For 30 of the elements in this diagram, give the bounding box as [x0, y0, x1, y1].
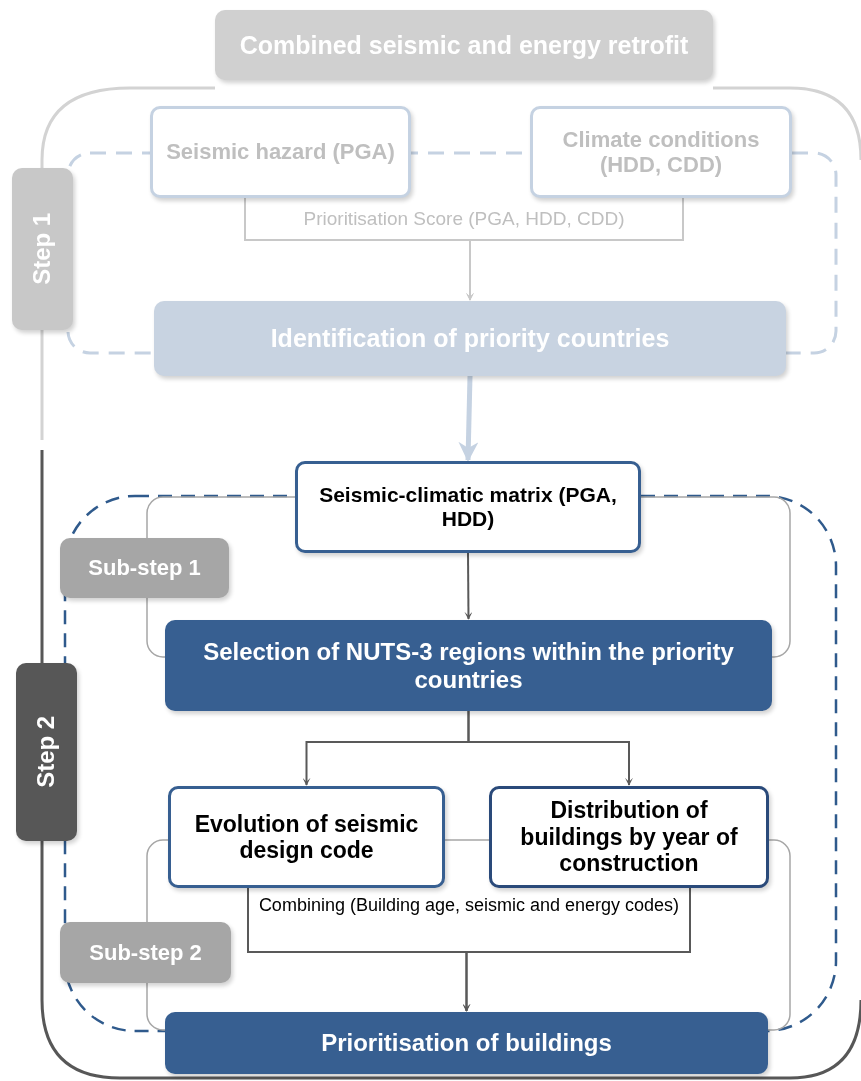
node-label: Prioritisation of buildings	[321, 1029, 612, 1057]
node-label: Seismic-climatic matrix (PGA, HDD)	[318, 482, 618, 532]
process-box	[295, 461, 641, 553]
node-label: Sub-step 2	[89, 939, 202, 966]
process-box	[165, 1012, 768, 1074]
sub-step-tab	[60, 538, 229, 598]
node-label: Climate conditions (HDD, CDD)	[561, 126, 761, 178]
node-label: Distribution of buildings by year of construction	[519, 797, 739, 877]
title-box	[215, 10, 713, 80]
sub-step-tab	[60, 922, 231, 983]
step-tab	[16, 663, 77, 841]
node-label: Evolution of seismic design code	[193, 810, 420, 864]
arrow	[466, 197, 684, 301]
result-box	[154, 301, 786, 376]
input-box	[530, 106, 792, 198]
process-box	[489, 786, 769, 888]
node-label: Selection of NUTS-3 regions within the priority countries	[202, 637, 735, 694]
node-label: Step 2	[32, 716, 61, 788]
arrow	[467, 710, 633, 786]
node-label: Seismic hazard (PGA)	[166, 139, 395, 165]
process-box	[165, 620, 772, 711]
arrow	[464, 552, 473, 620]
edge-label: Prioritisation Score (PGA, HDD, CDD)	[302, 208, 626, 231]
node-label: Sub-step 1	[88, 555, 201, 581]
process-box	[168, 786, 445, 888]
arrow	[462, 887, 691, 1012]
step-tab	[12, 168, 73, 330]
edge-label: Combining (Building age, seismic and energy codes)	[257, 895, 681, 917]
input-box	[150, 106, 411, 198]
arrow	[458, 375, 479, 462]
